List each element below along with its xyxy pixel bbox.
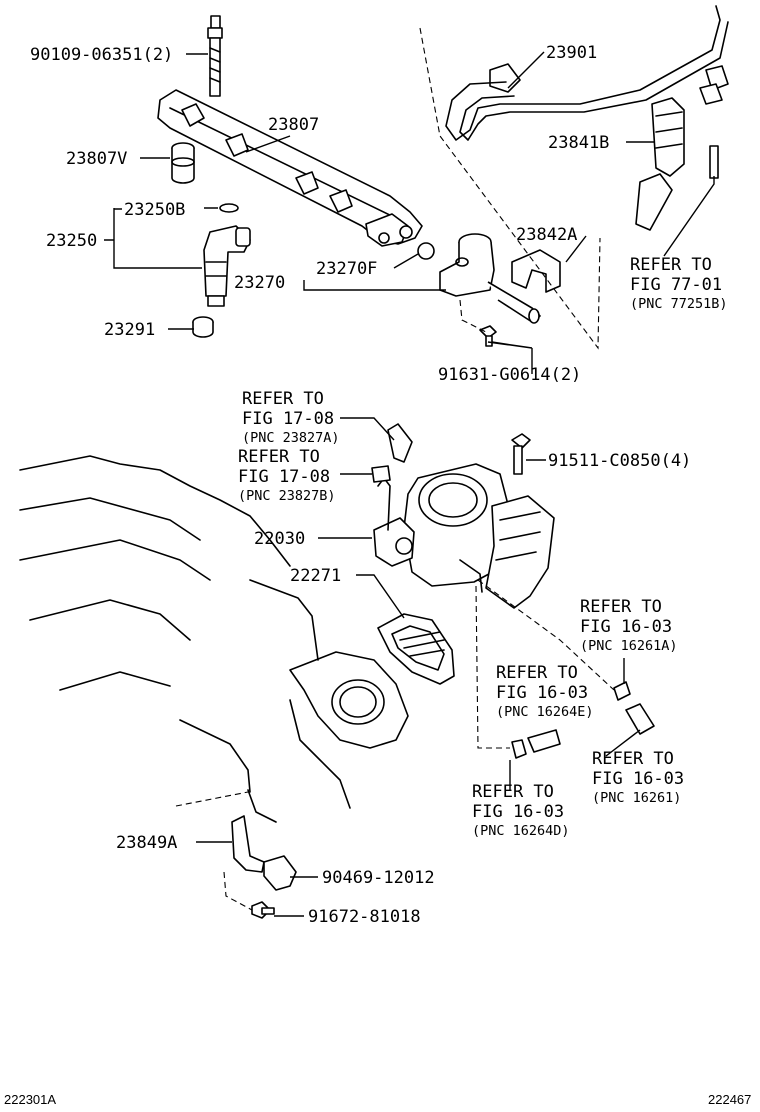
label-23270: 23270 bbox=[234, 273, 285, 293]
intake-manifold bbox=[19, 455, 409, 823]
label-22271: 22271 bbox=[290, 566, 341, 586]
refer-line: REFER TO bbox=[238, 447, 320, 467]
refer-line: REFER TO bbox=[242, 389, 324, 409]
throttle-body bbox=[373, 463, 555, 609]
bolt-91631 bbox=[479, 325, 497, 347]
refer-line: REFER TO bbox=[580, 597, 662, 617]
refer-line: REFER TO bbox=[630, 255, 712, 275]
refer-to-16-03-e: REFER TO FIG 16-03 (PNC 16264E) bbox=[496, 663, 594, 720]
label-23291: 23291 bbox=[104, 320, 155, 340]
label-90109-06351: 90109-06351(2) bbox=[30, 45, 173, 65]
refer-to-17-08-a: REFER TO FIG 17-08 (PNC 23827A) bbox=[242, 389, 340, 446]
label-91672-81018: 91672-81018 bbox=[308, 907, 421, 927]
clamp-23842a bbox=[511, 249, 561, 293]
refer-pnc: (PNC 16264D) bbox=[472, 823, 570, 839]
label-23901: 23901 bbox=[546, 43, 597, 63]
refer-fig: FIG 16-03 bbox=[496, 683, 588, 703]
refer-pnc: (PNC 23827A) bbox=[242, 430, 340, 446]
refer-pnc: (PNC 16264E) bbox=[496, 704, 594, 720]
label-22030: 22030 bbox=[254, 529, 305, 549]
footer-left-code: 222301A bbox=[4, 1092, 56, 1107]
refer-hoses bbox=[371, 423, 655, 759]
label-91631-g0614: 91631-G0614(2) bbox=[438, 365, 581, 385]
refer-line: REFER TO bbox=[592, 749, 674, 769]
refer-to-17-08-b: REFER TO FIG 17-08 (PNC 23827B) bbox=[238, 447, 336, 504]
refer-fig: FIG 17-08 bbox=[238, 467, 330, 487]
refer-fig: FIG 77-01 bbox=[630, 275, 722, 295]
leader-lines bbox=[104, 51, 715, 917]
refer-fig: FIG 16-03 bbox=[472, 802, 564, 822]
refer-fig: FIG 17-08 bbox=[242, 409, 334, 429]
label-23842a: 23842A bbox=[516, 225, 577, 245]
bolt-91672 bbox=[251, 901, 275, 919]
sensor-90469 bbox=[263, 855, 297, 891]
refer-pnc: (PNC 16261) bbox=[592, 790, 681, 806]
label-23841b: 23841B bbox=[548, 133, 609, 153]
fuel-injector bbox=[203, 225, 251, 307]
refer-to-16-03-c: REFER TO FIG 16-03 (PNC 16261) bbox=[592, 749, 684, 806]
refer-pnc: (PNC 77251B) bbox=[630, 296, 728, 312]
footer-right-code: 222467 bbox=[708, 1092, 751, 1107]
fuel-delivery-pipe bbox=[157, 89, 423, 247]
refer-to-16-03-d: REFER TO FIG 16-03 (PNC 16264D) bbox=[472, 782, 570, 839]
label-23250b: 23250B bbox=[124, 200, 185, 220]
dashed-guides bbox=[175, 27, 615, 911]
bolt-90109 bbox=[207, 15, 223, 97]
label-91511-c0850: 91511-C0850(4) bbox=[548, 451, 691, 471]
refer-fig: FIG 16-03 bbox=[580, 617, 672, 637]
pressure-regulator bbox=[439, 233, 541, 324]
insulator-23807v bbox=[171, 142, 195, 184]
o-ring-23250b bbox=[219, 203, 239, 213]
refer-fig: FIG 16-03 bbox=[592, 769, 684, 789]
refer-to-77-01: REFER TO FIG 77-01 (PNC 77251B) bbox=[630, 255, 728, 312]
fuel-hose bbox=[445, 5, 729, 141]
bracket-23849a bbox=[231, 815, 265, 873]
label-23250: 23250 bbox=[46, 231, 97, 251]
bolt-91511 bbox=[511, 433, 531, 475]
refer-line: REFER TO bbox=[472, 782, 554, 802]
refer-to-16-03-a: REFER TO FIG 16-03 (PNC 16261A) bbox=[580, 597, 678, 654]
o-ring-23270f bbox=[417, 242, 435, 260]
refer-line: REFER TO bbox=[496, 663, 578, 683]
label-23807: 23807 bbox=[268, 115, 319, 135]
refer-pnc: (PNC 23827B) bbox=[238, 488, 336, 504]
part-labels: 90109-06351(2) 23807 23807V 23250B 23250… bbox=[30, 43, 691, 927]
label-23270f: 23270F bbox=[316, 259, 377, 279]
label-23807v: 23807V bbox=[66, 149, 127, 169]
gasket-22271 bbox=[377, 613, 455, 685]
label-90469-12012: 90469-12012 bbox=[322, 868, 435, 888]
label-23849a: 23849A bbox=[116, 833, 177, 853]
connector-23841b bbox=[635, 97, 719, 231]
injector-cap bbox=[192, 316, 214, 338]
refer-pnc: (PNC 16261A) bbox=[580, 638, 678, 654]
